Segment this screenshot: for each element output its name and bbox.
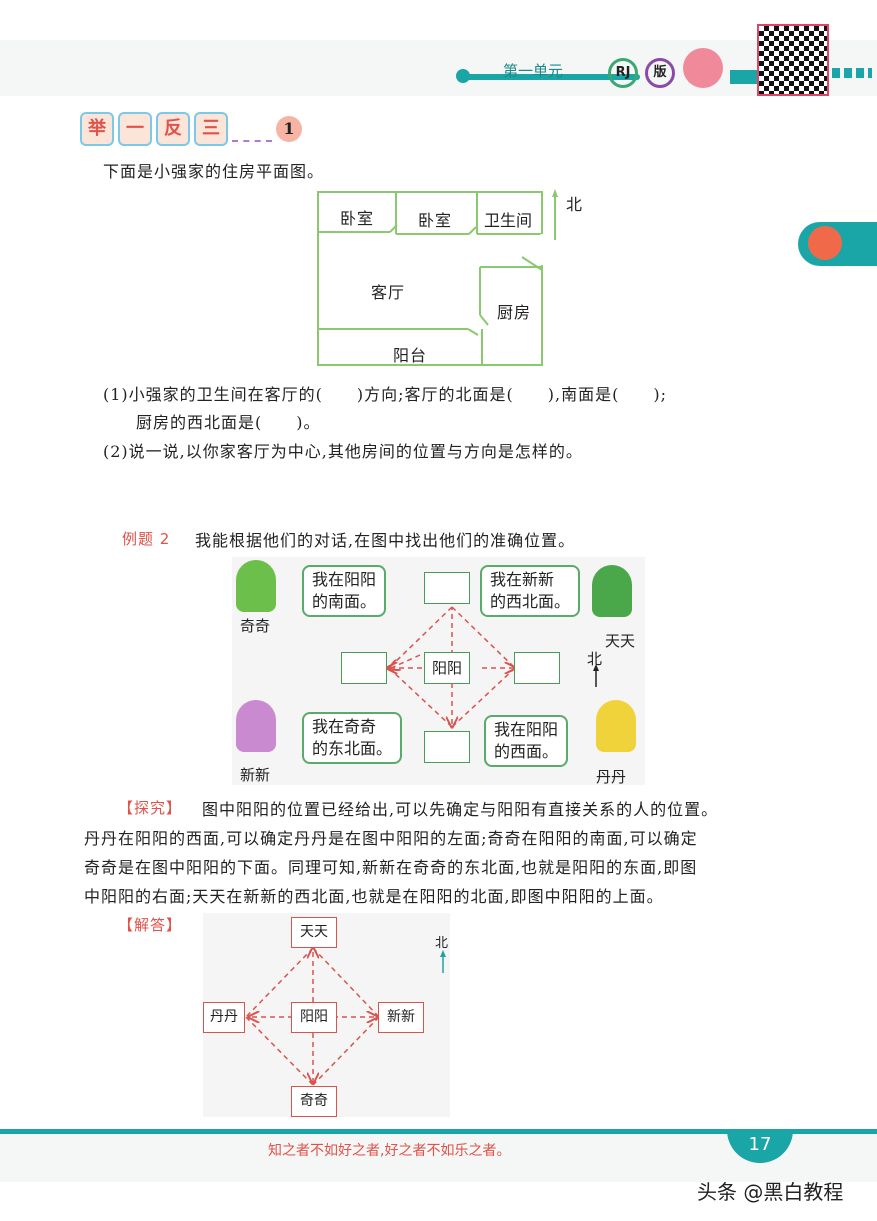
- speech-bubble-tiantian: 我在新新的西北面。: [480, 565, 581, 617]
- header-decoration: [832, 68, 872, 78]
- explore-line: 图中阳阳的位置已经给出,可以先确定与阳阳有直接关系的人的位置。: [202, 800, 719, 819]
- mascot-illustration: [683, 48, 723, 88]
- speech-bubble-qiqi: 我在阳阳的南面。: [302, 565, 387, 617]
- explore-line: 奇奇是在图中阳阳的下面。同理可知,新新在奇奇的东北面,也就是阳阳的东面,即图: [84, 858, 698, 877]
- direction-arrows: [232, 606, 599, 785]
- answer-box-north: [424, 572, 470, 604]
- footer-line: [0, 1129, 877, 1134]
- answer-box-top: 天天: [291, 917, 337, 948]
- answer-box-center: 阳阳: [291, 1002, 337, 1033]
- room-bathroom: 卫生间: [484, 211, 533, 230]
- bubble-line: 我在阳阳: [494, 720, 559, 739]
- room-balcony: 阳台: [393, 346, 428, 365]
- bubble-line: 我在新新: [490, 570, 555, 589]
- answer-label: 【解答】: [118, 916, 183, 934]
- watermark: 头条 @黑白教程: [697, 1180, 844, 1204]
- bubble-line: 我在阳阳: [312, 570, 377, 589]
- north-label: 北: [566, 195, 584, 214]
- title-dash: [232, 112, 272, 142]
- qiqi-illustration: [236, 560, 276, 612]
- rj-badge: RJ: [608, 58, 638, 88]
- north-label: 北: [435, 936, 449, 951]
- character-name: 新新: [240, 766, 271, 784]
- exercise-intro: 下面是小强家的住房平面图。: [103, 162, 325, 181]
- bubble-line: 的西北面。: [490, 592, 571, 611]
- answer-arrows: [245, 913, 446, 1086]
- floor-plan: [317, 189, 558, 366]
- title-char: 一: [118, 112, 152, 146]
- bubble-line: 的东北面。: [312, 739, 393, 758]
- north-label: 北: [587, 650, 604, 668]
- example-prompt: 我能根据他们的对话,在图中找出他们的准确位置。: [195, 531, 576, 550]
- answer-box-west: [341, 652, 387, 684]
- room-bedroom-1: 卧室: [340, 209, 375, 228]
- room-kitchen: 厨房: [497, 303, 532, 322]
- example-label: 例题 2: [122, 530, 171, 548]
- question-2: (2)说一说,以你家客厅为中心,其他房间的位置与方向是怎样的。: [103, 442, 583, 461]
- dandan-illustration: [596, 700, 636, 752]
- bubble-line: 的西面。: [494, 742, 559, 761]
- room-bedroom-2: 卧室: [418, 211, 453, 230]
- header-bar-right: [730, 70, 760, 84]
- edition-badge: 版: [645, 58, 675, 88]
- side-tab: [798, 222, 877, 266]
- xinxin-illustration: [236, 700, 276, 752]
- answer-box-right: 新新: [378, 1002, 424, 1033]
- explore-line: 丹丹在阳阳的西面,可以确定丹丹是在图中阳阳的左面;奇奇在阳阳的南面,可以确定: [84, 829, 698, 848]
- explore-label: 【探究】: [118, 799, 183, 817]
- footer-motto: 知之者不如好之者,好之者不如乐之者。: [268, 1143, 511, 1159]
- answer-box-south: [424, 731, 470, 763]
- section-title: 举 一 反 三 1: [80, 112, 302, 146]
- mascot-icon: [808, 226, 842, 260]
- title-char: 反: [156, 112, 190, 146]
- character-name: 奇奇: [240, 617, 271, 635]
- center-box: 阳阳: [424, 652, 470, 684]
- character-name: 天天: [605, 632, 636, 650]
- speech-bubble-xinxin: 我在奇奇的东北面。: [302, 712, 403, 764]
- question-1-line-1: (1)小强家的卫生间在客厅的( )方向;客厅的北面是( ),南面是( );: [103, 385, 667, 404]
- bubble-line: 我在奇奇: [312, 717, 377, 736]
- character-name: 丹丹: [596, 768, 627, 786]
- question-1-line-2: 厨房的西北面是( )。: [136, 413, 321, 432]
- explore-line: 中阳阳的右面;天天在新新的西北面,也就是在阳阳的北面,即图中阳阳的上面。: [84, 887, 664, 906]
- answer-box-bottom: 奇奇: [291, 1086, 337, 1117]
- section-number: 1: [276, 116, 302, 142]
- answer-box-left: 丹丹: [203, 1002, 245, 1033]
- answer-box-east: [514, 652, 560, 684]
- tiantian-illustration: [592, 565, 632, 617]
- speech-bubble-dandan: 我在阳阳的西面。: [484, 715, 569, 767]
- room-living: 客厅: [371, 283, 406, 302]
- qr-code[interactable]: [757, 24, 829, 96]
- header-band: [0, 40, 877, 96]
- title-char: 举: [80, 112, 114, 146]
- title-char: 三: [194, 112, 228, 146]
- unit-title: 第一单元: [503, 62, 564, 80]
- bubble-line: 的南面。: [312, 592, 377, 611]
- header-bar: [460, 74, 640, 80]
- header-dot: [456, 69, 470, 83]
